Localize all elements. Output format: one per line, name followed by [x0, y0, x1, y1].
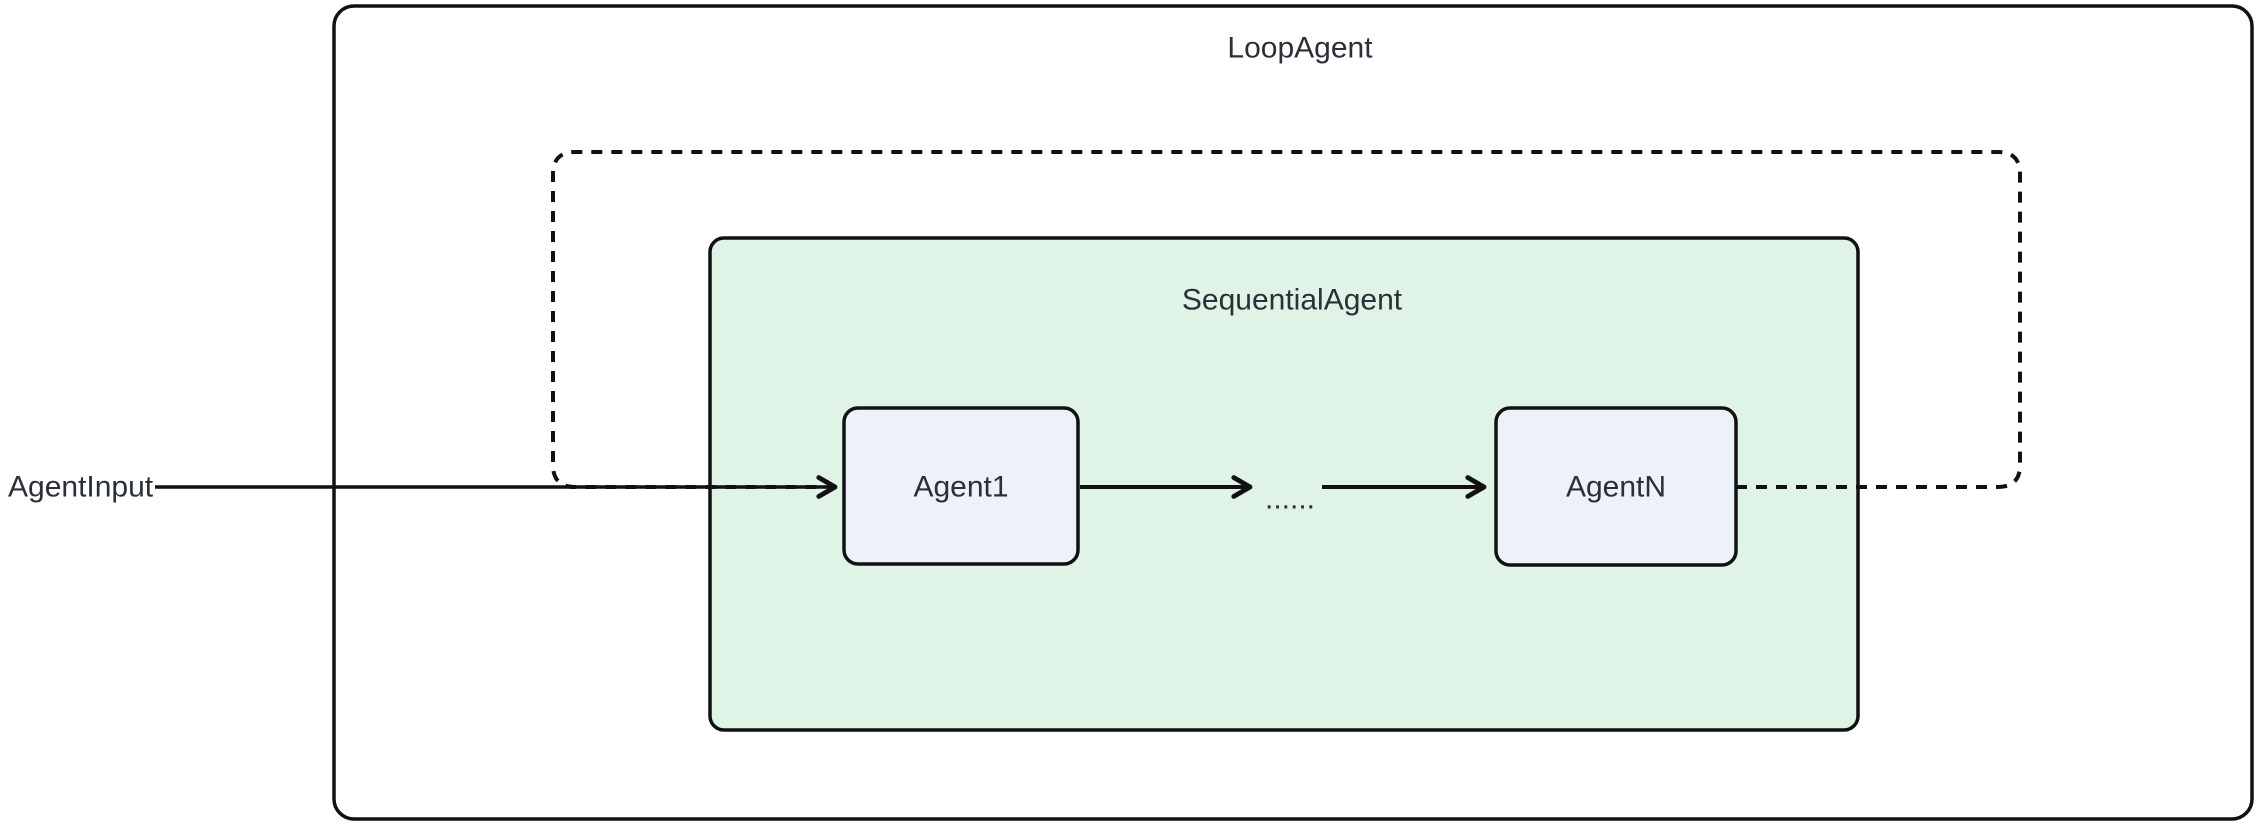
sequential-agent-title: SequentialAgent	[1182, 284, 1403, 317]
agent-input-label: AgentInput	[8, 471, 154, 504]
loop-agent-title: LoopAgent	[1227, 32, 1373, 65]
node-agent1	[842, 406, 1080, 566]
node-agentn-label: AgentN	[1566, 471, 1666, 504]
edge-ellipsis-label: ......	[1265, 483, 1315, 516]
loop-back-edge-dashed	[551, 150, 2022, 489]
node-agent1-label: Agent1	[913, 471, 1008, 504]
sequential-agent-subgraph	[708, 236, 1860, 732]
node-agentn	[1494, 406, 1738, 567]
